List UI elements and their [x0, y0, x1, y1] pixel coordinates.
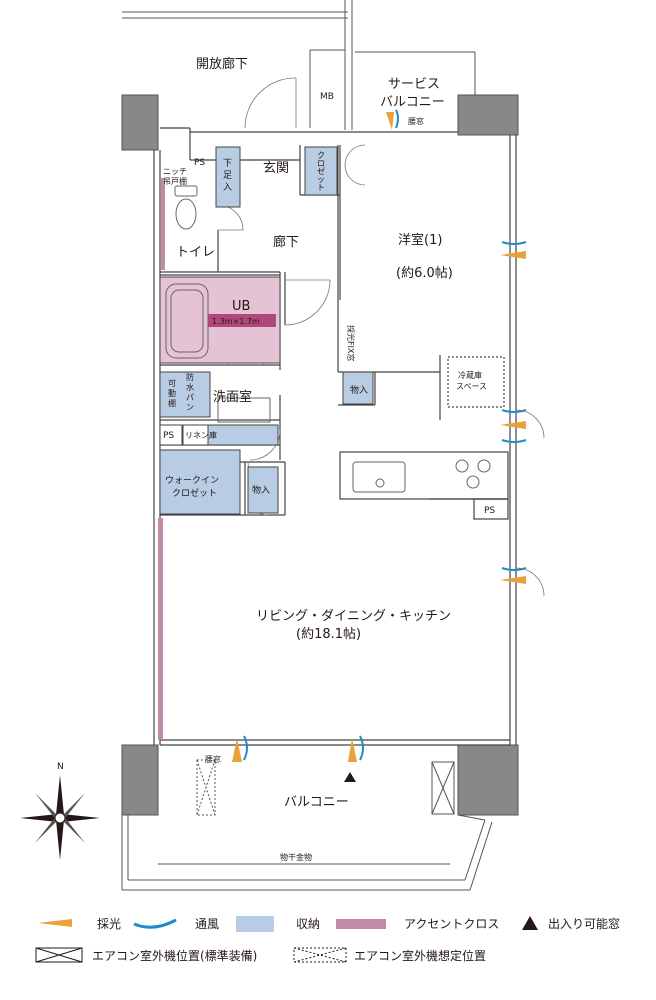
drying-label: 物干金物 — [280, 852, 312, 862]
ub-size-badge — [208, 314, 276, 327]
entrance-door-swing — [244, 77, 297, 129]
svg-text:ッ: ッ — [317, 175, 325, 184]
svg-text:パ: パ — [186, 393, 194, 402]
closet-label: ク ロ ゼ ッ ト — [317, 151, 325, 192]
niche-label-1: ニッチ — [163, 167, 187, 176]
svg-text:ロ: ロ — [317, 159, 325, 168]
storage-2-label: 物入 — [252, 484, 270, 496]
linen-label: リネン庫 — [185, 430, 217, 440]
kitchen-sink — [352, 461, 406, 493]
shoe-label-2: 足 — [223, 170, 232, 181]
washbasin — [217, 397, 271, 423]
balcony-louver-label: 腰窓 — [205, 754, 221, 764]
movable-shelf-storage — [159, 371, 211, 418]
hallway-label: 廊下 — [273, 234, 299, 250]
fix-window-label: 採光FIX窓 — [346, 325, 356, 361]
legend: 採光 通風 収納 アクセントクロス 出入り可能窓 エアコン室外機位置(標準装備)… — [35, 916, 620, 963]
shoe-storage — [215, 146, 241, 208]
entrance-label: 玄関 — [263, 161, 289, 176]
ldk-label: リビング・ダイニング・キッチン — [256, 609, 451, 624]
legend-wind-label: 通風 — [195, 917, 219, 931]
legend-storage-icon — [236, 916, 274, 932]
svg-text:水: 水 — [186, 382, 194, 392]
svg-text:ゼ: ゼ — [317, 166, 325, 176]
fridge-label-1: 冷蔵庫 — [458, 370, 482, 380]
legend-wind-icon — [133, 918, 177, 929]
svg-text:ン: ン — [186, 403, 194, 412]
svg-text:動: 動 — [168, 389, 176, 398]
fridge-label-2: スペース — [456, 382, 487, 391]
light-wind-markers — [232, 109, 527, 762]
stove — [455, 459, 491, 489]
western-room-label: 洋室(1) — [398, 232, 442, 248]
storage-1-label: 物入 — [350, 384, 368, 396]
open-corridor-lines — [122, 0, 476, 130]
shoe-label-3: 入 — [223, 182, 232, 193]
svg-text:可: 可 — [168, 379, 176, 388]
legend-accent-label: アクセントクロス — [404, 917, 499, 931]
svg-text:ク: ク — [317, 151, 325, 160]
legend-accent-icon — [336, 919, 386, 929]
storage-areas — [159, 146, 374, 515]
movable-shelf-label: 可 動 棚 — [168, 379, 176, 408]
walkin-storage — [159, 449, 241, 515]
western-room-size: (約6.0帖) — [396, 266, 453, 281]
legend-ac-standard-icon — [35, 947, 83, 963]
storage-2 — [247, 466, 279, 514]
open-corridor-label: 開放廊下 — [196, 56, 248, 72]
linen-storage — [207, 424, 279, 446]
walkin-label-1: ウォークイン — [165, 475, 219, 486]
ps-top-label: PS — [194, 158, 205, 168]
balcony-structure — [121, 759, 493, 891]
storage-1 — [342, 371, 374, 405]
legend-light-label: 採光 — [97, 917, 121, 931]
service-balcony-label-1: サービス — [388, 77, 440, 92]
toilet-label: トイレ — [176, 245, 215, 260]
mb-label: MB — [320, 92, 334, 102]
legend-entry-label: 出入り可能窓 — [548, 916, 620, 931]
shoe-label-1: 下 — [223, 159, 232, 169]
accent-cross — [158, 178, 165, 740]
ub-label: UB — [232, 299, 250, 314]
closet-storage — [304, 146, 338, 196]
niche-label-2: 吊戸棚 — [163, 176, 187, 186]
waterproof-pan-label: 防 水 パ ン — [186, 372, 194, 412]
legend-ac-planned-icon — [293, 947, 347, 963]
balcony-entry-marker — [344, 772, 356, 782]
svg-text:棚: 棚 — [168, 398, 176, 408]
svg-text:防: 防 — [186, 372, 194, 382]
service-louver-label: 腰窓 — [408, 116, 424, 126]
service-balcony-label-2: バルコニー — [380, 95, 445, 110]
legend-entry-icon — [522, 916, 538, 930]
washroom-label: 洗面室 — [213, 389, 252, 405]
ps-mid-label: PS — [163, 431, 174, 441]
svg-text:ト: ト — [317, 183, 325, 192]
ldk-size-label: (約18.1帖) — [296, 627, 361, 642]
structural-columns — [121, 94, 519, 816]
compass-icon: N — [20, 762, 100, 860]
ub-size-label: 1.3m×1.7m — [212, 317, 260, 326]
legend-ac-planned-label: エアコン室外機想定位置 — [354, 948, 486, 963]
ps-kitchen-label: PS — [484, 506, 495, 516]
balcony-label: バルコニー — [284, 795, 349, 810]
legend-ac-standard-label: エアコン室外機位置(標準装備) — [92, 948, 257, 963]
window-swings — [515, 409, 545, 597]
svg-text:N: N — [57, 762, 64, 772]
legend-storage-label: 収納 — [296, 917, 320, 931]
legend-light-icon — [38, 919, 72, 927]
outer-walls — [153, 127, 517, 746]
toilet-fixture — [174, 185, 198, 230]
walkin-label-2: クロゼット — [172, 487, 217, 499]
